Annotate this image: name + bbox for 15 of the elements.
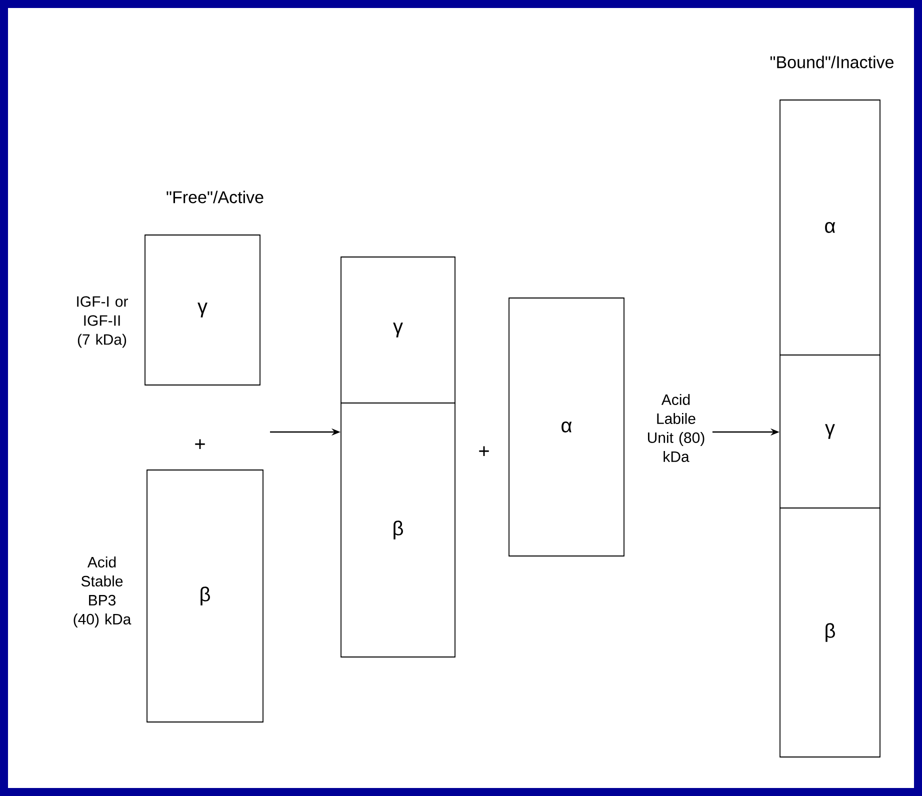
label: "Free"/Active bbox=[166, 190, 264, 204]
beside-text: Acid Stable BP3 (40) kDa bbox=[74, 556, 132, 628]
box: α bbox=[508, 298, 624, 556]
box: β bbox=[340, 402, 456, 658]
box: γ bbox=[780, 354, 880, 508]
beside-text: Acid Labile Unit (80) kDa bbox=[648, 394, 704, 462]
box: γ bbox=[144, 234, 260, 386]
box: β bbox=[780, 508, 880, 758]
label: + bbox=[195, 439, 205, 450]
box: α bbox=[780, 100, 880, 356]
label: "Bound"/Inactive bbox=[770, 56, 894, 68]
box: γ bbox=[340, 256, 456, 404]
label: + bbox=[479, 446, 489, 456]
box: β bbox=[146, 470, 264, 722]
beside-text: IGF-I or IGF-II (7 kDa) bbox=[77, 296, 128, 348]
